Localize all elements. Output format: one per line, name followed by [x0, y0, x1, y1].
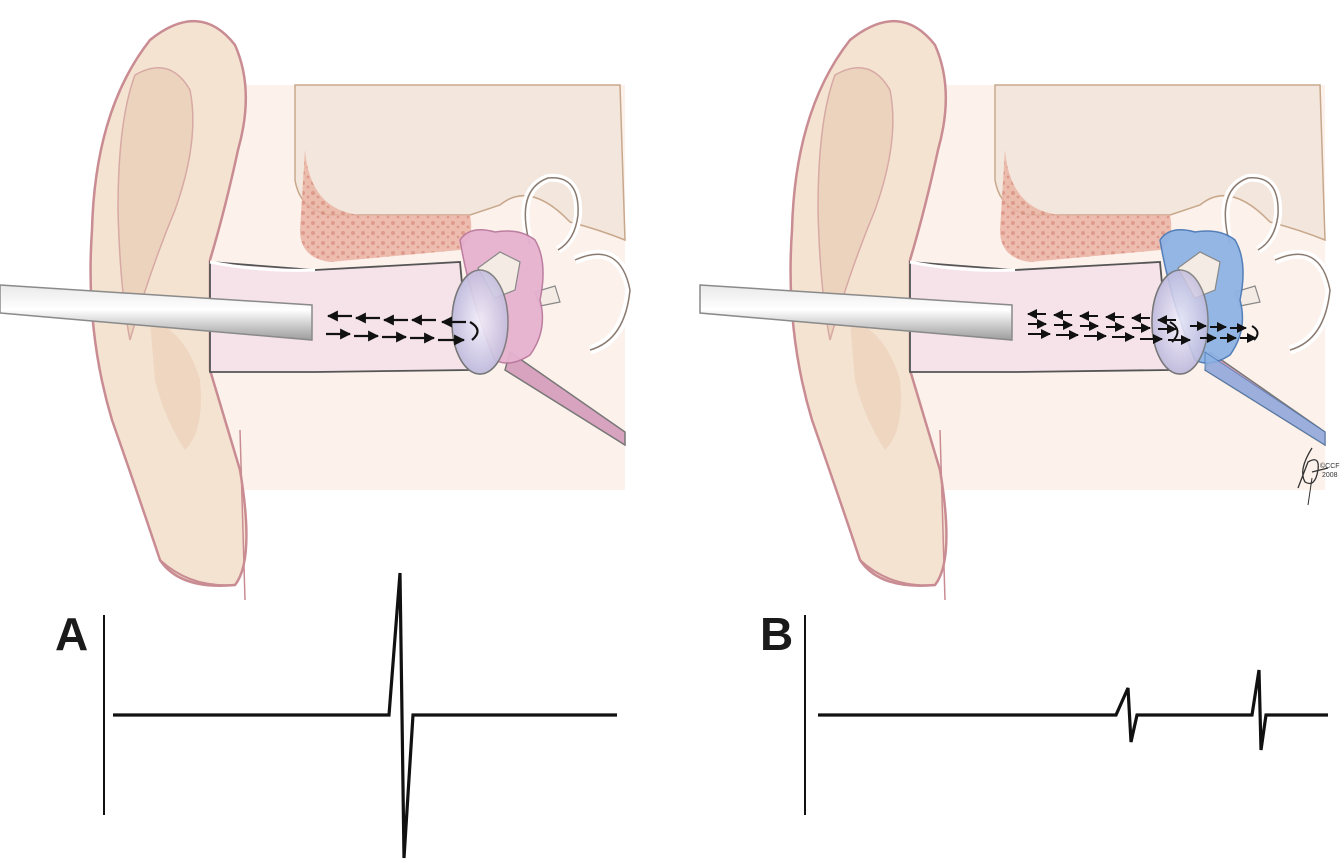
panel-b: B ©CCF 2008 — [700, 21, 1340, 815]
waveform-a — [104, 573, 617, 858]
panel-letter-b: B — [760, 608, 793, 660]
signature-year: 2008 — [1322, 472, 1338, 479]
signature-copyright: ©CCF — [1320, 462, 1340, 470]
waveform-b — [805, 615, 1328, 815]
panel-a: A — [0, 21, 630, 858]
panel-letter-a: A — [55, 608, 88, 660]
